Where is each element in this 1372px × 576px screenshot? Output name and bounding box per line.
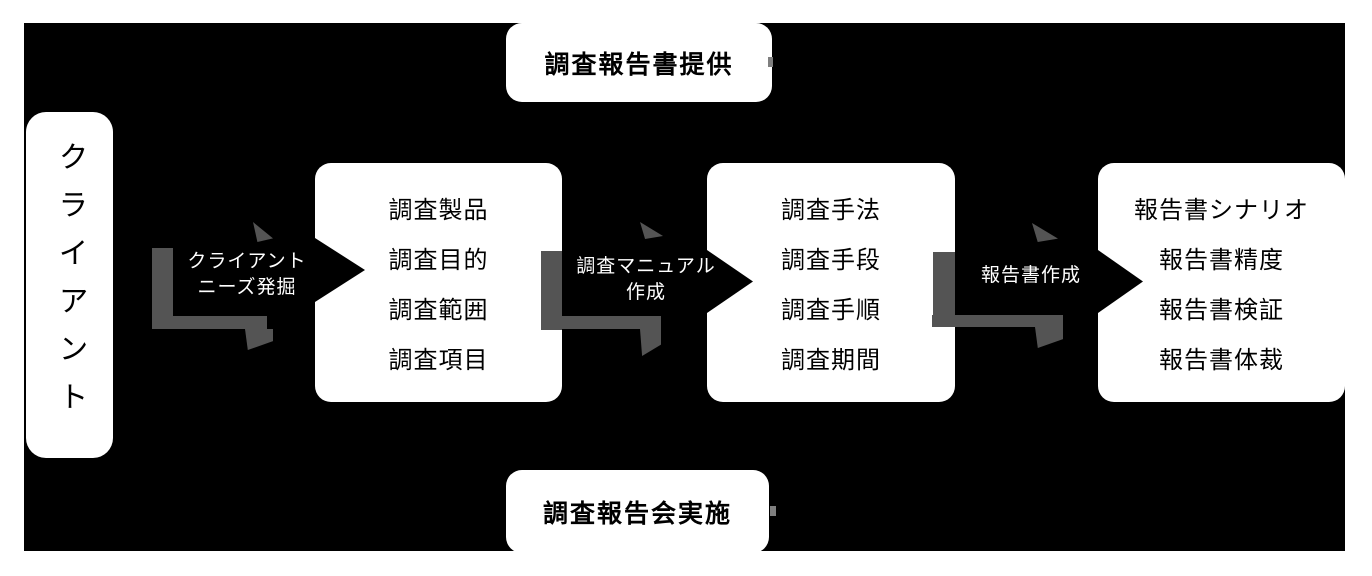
list-item: 調査製品: [388, 197, 489, 224]
list-item: 報告書検証: [1159, 297, 1284, 324]
list-item: 報告書体裁: [1159, 347, 1284, 374]
client-label: クライアント: [53, 141, 87, 429]
client-box: クライアント: [26, 112, 113, 458]
process-box-2: 調査手法 調査手段 調査手順 調査期間: [707, 163, 955, 402]
connector-1-label: クライアント ニーズ発掘: [147, 249, 347, 301]
bottom-banner-label: 調査報告会実施: [542, 499, 732, 528]
list-item: 調査期間: [781, 347, 881, 374]
connector-2-label-line-1: 調査マニュアル: [576, 256, 716, 277]
list-item: 調査手法: [781, 197, 881, 224]
bottom-banner: 調査報告会実施: [506, 470, 769, 553]
connector-1-vertical-bar: [152, 248, 173, 328]
process-box-1-items: 調査製品 調査目的 調査範囲 調査項目: [315, 163, 562, 402]
connector-2-label: 調査マニュアル 作成: [546, 254, 746, 306]
connector-2-horizontal-bar: [541, 316, 661, 329]
process-box-3-items: 報告書シナリオ 報告書精度 報告書検証 報告書体裁: [1098, 163, 1345, 402]
process-box-1: 調査製品 調査目的 調査範囲 調査項目: [315, 163, 562, 402]
top-banner-label: 調査報告書提供: [544, 50, 734, 79]
list-item: 調査目的: [388, 247, 489, 274]
connector-2-vertical-bar: [541, 251, 562, 330]
list-item: 調査範囲: [388, 297, 489, 324]
connector-1-label-line-2: ニーズ発掘: [197, 277, 297, 298]
connector-1-label-line-1: クライアント: [187, 251, 307, 272]
top-banner-connector-tick: [768, 57, 773, 67]
list-item: 調査項目: [388, 347, 489, 374]
top-banner: 調査報告書提供: [506, 23, 772, 102]
connector-3-horizontal-bar: [932, 315, 1063, 327]
connector-2-label-line-2: 作成: [625, 282, 666, 303]
list-item: 調査手順: [781, 297, 881, 324]
list-item: 報告書シナリオ: [1134, 197, 1309, 224]
process-box-2-items: 調査手法 調査手段 調査手順 調査期間: [707, 163, 955, 402]
bottom-banner-connector-tick: [770, 506, 776, 516]
connector-3-label: 報告書作成: [931, 263, 1131, 289]
connector-3-label-line-1: 報告書作成: [980, 265, 1081, 286]
connector-3-vertical-bar: [933, 252, 955, 325]
connector-1-horizontal-bar: [152, 316, 267, 329]
list-item: 報告書精度: [1159, 247, 1284, 274]
process-box-3: 報告書シナリオ 報告書精度 報告書検証 報告書体裁: [1098, 163, 1345, 402]
list-item: 調査手段: [781, 247, 881, 274]
